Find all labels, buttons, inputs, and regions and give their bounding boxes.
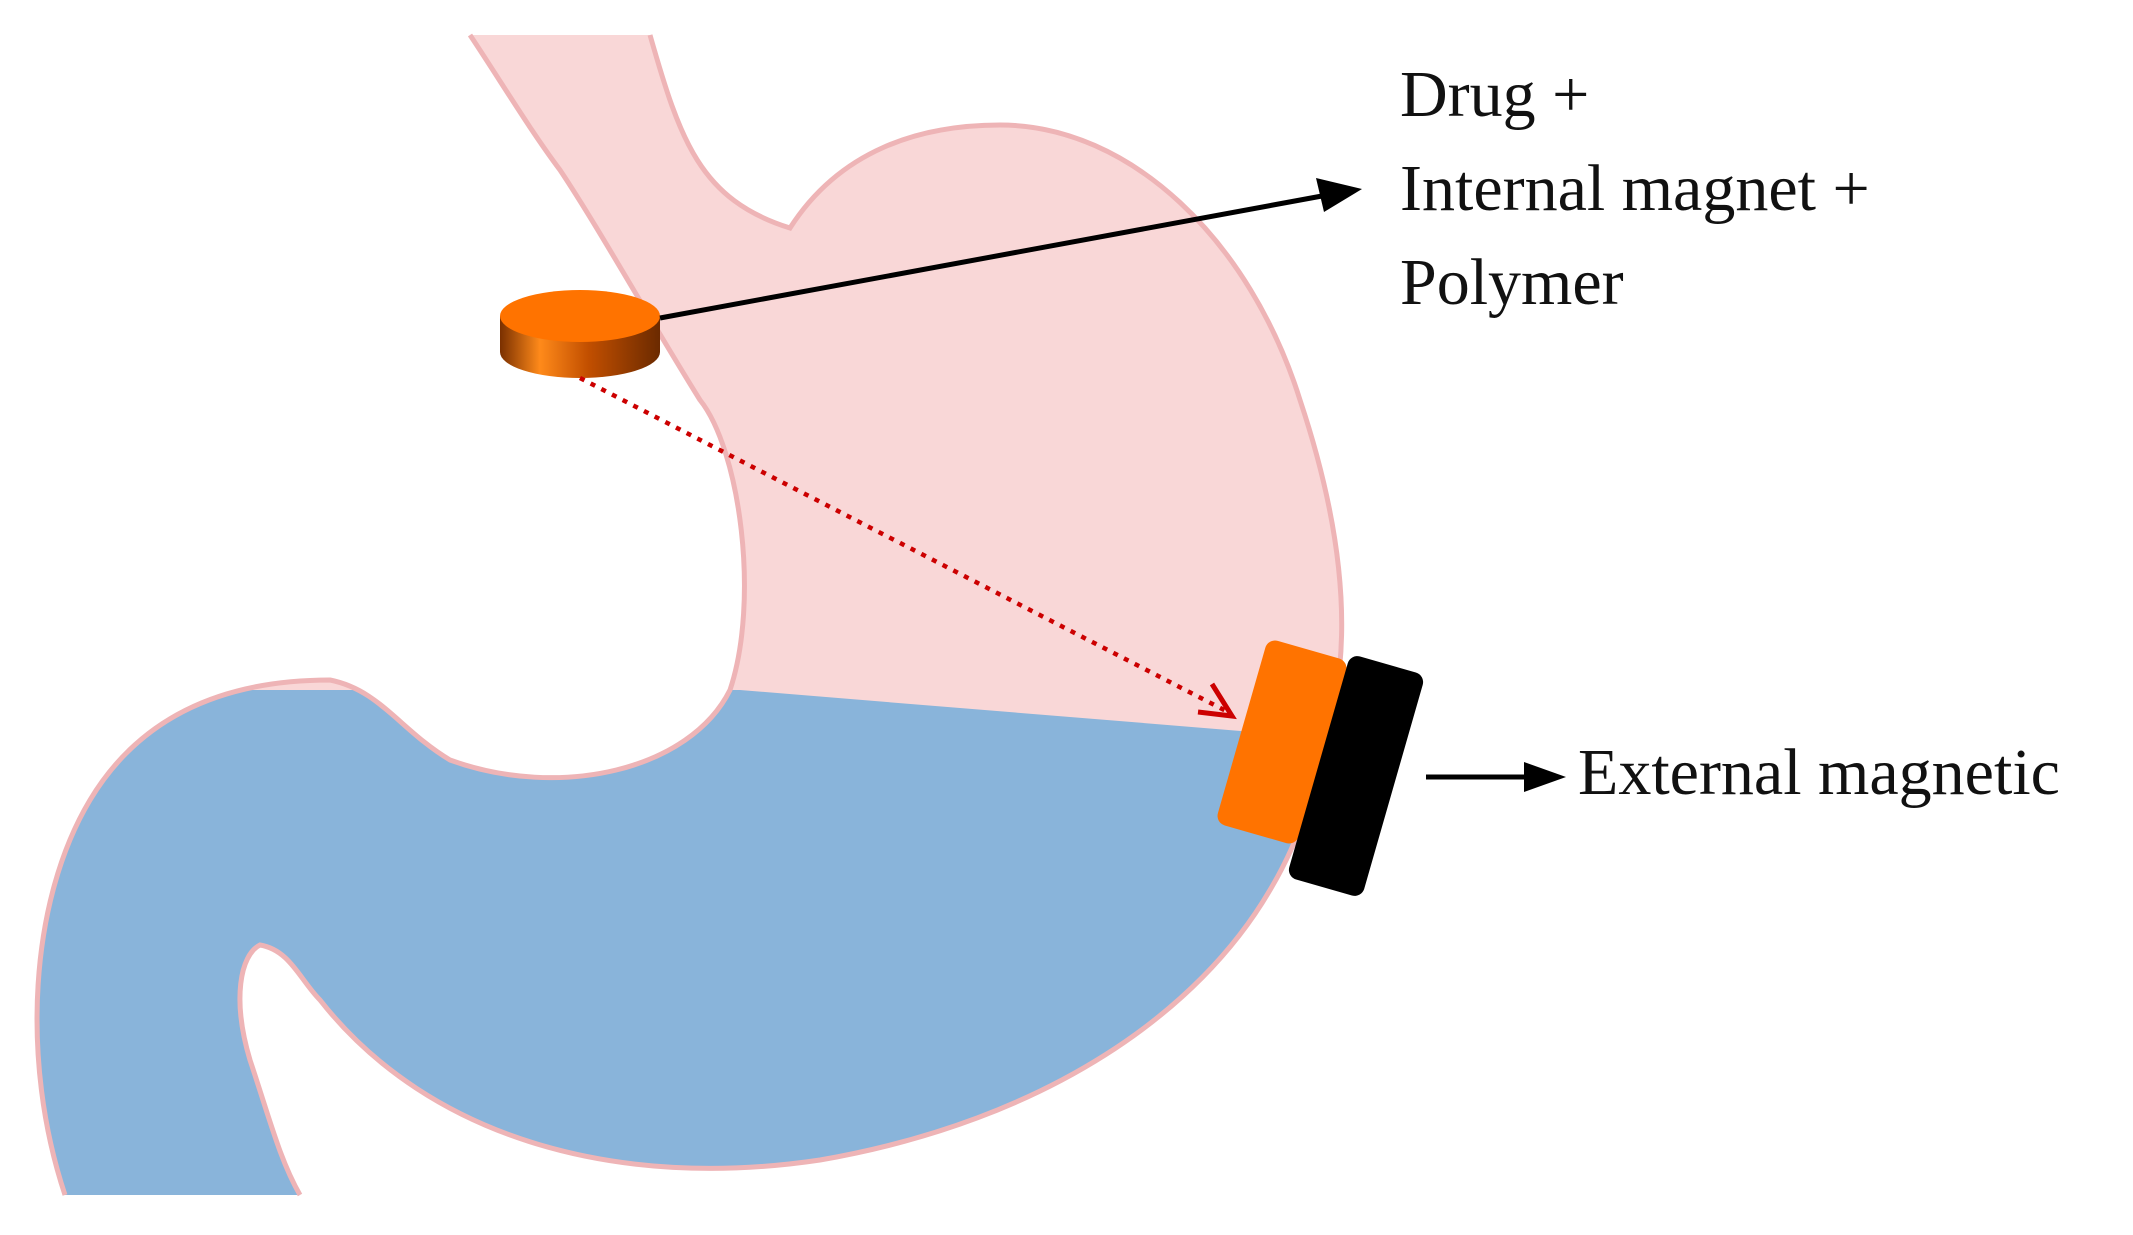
stomach-outline <box>34 33 1345 1197</box>
external-arrowhead <box>1524 762 1566 792</box>
capsule-top <box>500 290 660 342</box>
lower-stomach-fluid-region <box>37 690 1342 1195</box>
orange-magnet-block <box>1217 640 1347 844</box>
attraction-dotted-line <box>578 376 1230 714</box>
capsule-composition-label: Drug + Internal magnet + Polymer <box>1400 62 1870 344</box>
external-label-arrow <box>1426 762 1566 792</box>
capsule-arrowhead <box>1316 178 1362 212</box>
external-magnet-label: External magnetic <box>1578 736 2060 809</box>
capsule-arrow-line <box>659 193 1323 321</box>
capsule-label-line-2: Internal magnet + <box>1400 152 1870 225</box>
capsule-label-arrow <box>659 178 1362 321</box>
capsule-label-line-3: Polymer <box>1400 246 1624 319</box>
capsule-label-line-1: Drug + <box>1400 58 1590 131</box>
attraction-arrowhead <box>1197 682 1237 720</box>
drug-magnet-capsule-icon <box>500 290 660 378</box>
magnetic-attraction-path <box>578 376 1237 720</box>
black-external-magnet <box>1288 656 1424 896</box>
